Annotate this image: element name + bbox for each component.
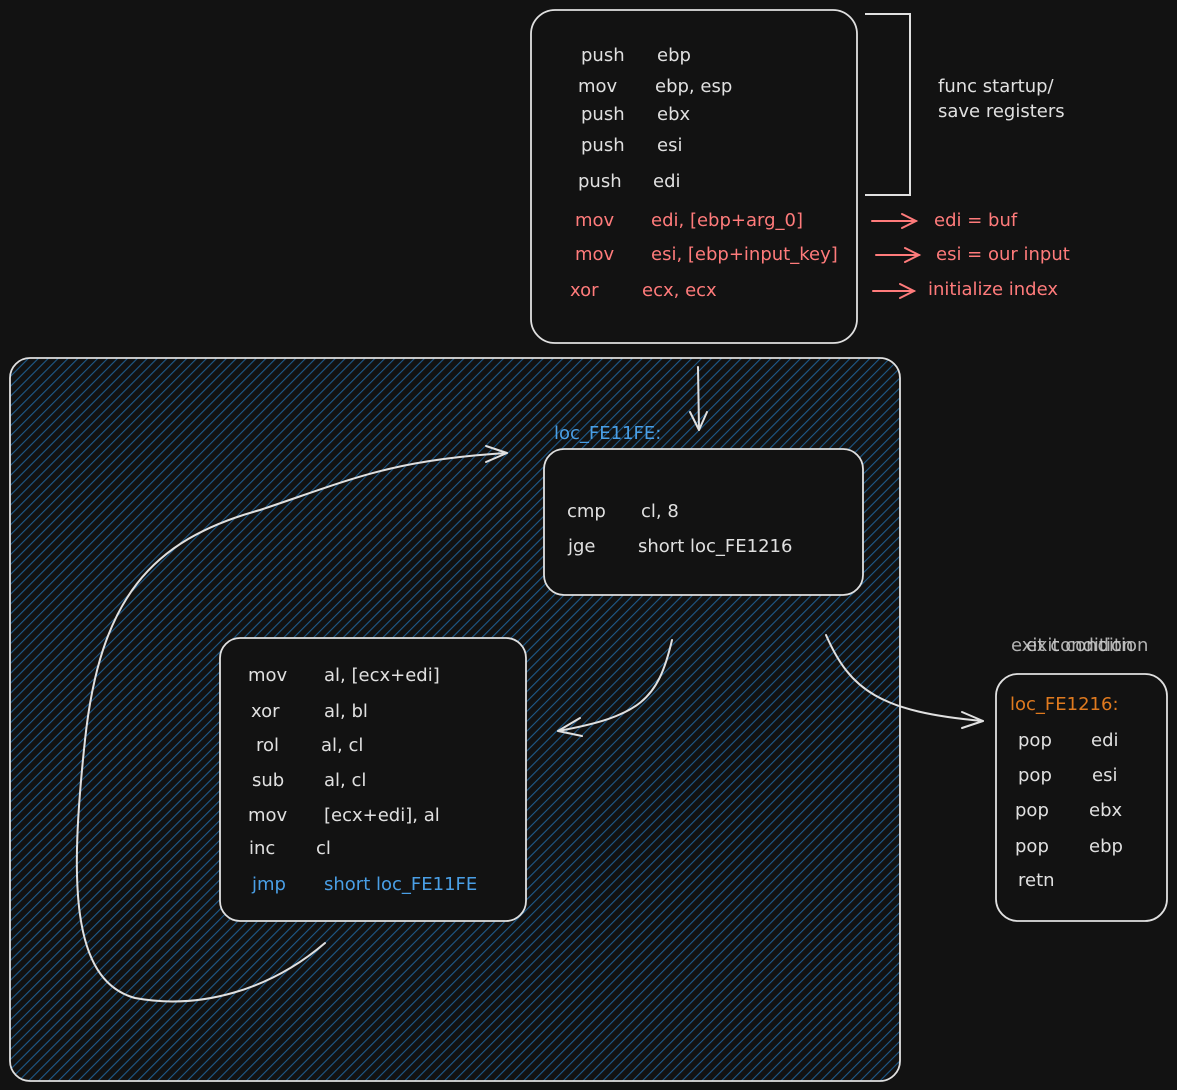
operands: al, cl: [321, 735, 364, 756]
operands: ecx, ecx: [642, 280, 717, 301]
operands: ebx: [1089, 800, 1123, 821]
exit-caption: exit condition: [1011, 635, 1134, 656]
operands: cl: [316, 838, 331, 859]
loop-body-box: [219, 637, 527, 922]
opcode: push: [581, 45, 625, 66]
operands: al, cl: [324, 770, 367, 791]
opcode: retn: [1018, 870, 1055, 891]
operands: ebp: [1089, 836, 1123, 857]
operands: edi: [1091, 730, 1119, 751]
operands: short loc_FE11FE: [324, 874, 478, 895]
opcode: xor: [251, 701, 280, 722]
opcode: jge: [568, 536, 596, 557]
operands: ebp: [657, 45, 691, 66]
opcode: pop: [1018, 765, 1052, 786]
flow-arrows: [75, 366, 984, 1003]
operands: edi, [ebp+arg_0]: [651, 210, 803, 231]
bracket-note-line: func startup/: [938, 76, 1054, 97]
opcode: sub: [252, 770, 285, 791]
operands: ebp, esp: [655, 76, 733, 97]
exit-label: loc_FE1216:: [1010, 694, 1119, 715]
arrow-note: edi = buf: [934, 210, 1018, 231]
operands: cl, 8: [641, 501, 679, 522]
operands: edi: [653, 171, 681, 192]
operands: short loc_FE1216: [638, 536, 793, 557]
opcode: cmp: [567, 501, 606, 522]
operands: esi: [1092, 765, 1118, 786]
opcode: mov: [575, 244, 615, 265]
opcode: rol: [256, 735, 280, 756]
opcode: push: [581, 104, 625, 125]
exit-box: [995, 673, 1168, 922]
opcode: mov: [248, 665, 288, 686]
opcode: push: [581, 135, 625, 156]
opcode: mov: [248, 805, 288, 826]
opcode: xor: [570, 280, 599, 301]
arrow-note: initialize index: [928, 279, 1058, 300]
opcode: jmp: [252, 874, 286, 895]
bracket-note-line: save registers: [938, 101, 1065, 122]
loop-check-label: loc_FE11FE:: [554, 423, 662, 444]
note-arrows: [871, 213, 922, 299]
opcode: push: [578, 171, 622, 192]
opcode: inc: [249, 838, 276, 859]
opcode: mov: [578, 76, 618, 97]
opcode: pop: [1015, 800, 1049, 821]
operands: al, bl: [324, 701, 368, 722]
operands: esi, [ebp+input_key]: [651, 244, 838, 265]
exit-caption-overlap: exit condition: [1026, 635, 1149, 656]
prologue-box: [530, 9, 858, 344]
operands: ebx: [657, 104, 691, 125]
startup-bracket: [865, 13, 911, 196]
operands: al, [ecx+edi]: [324, 665, 440, 686]
operands: esi: [657, 135, 683, 156]
opcode: pop: [1018, 730, 1052, 751]
arrow-note: esi = our input: [936, 244, 1070, 265]
operands: [ecx+edi], al: [324, 805, 440, 826]
loop-check-box: [543, 448, 864, 596]
opcode: mov: [575, 210, 615, 231]
opcode: pop: [1015, 836, 1049, 857]
